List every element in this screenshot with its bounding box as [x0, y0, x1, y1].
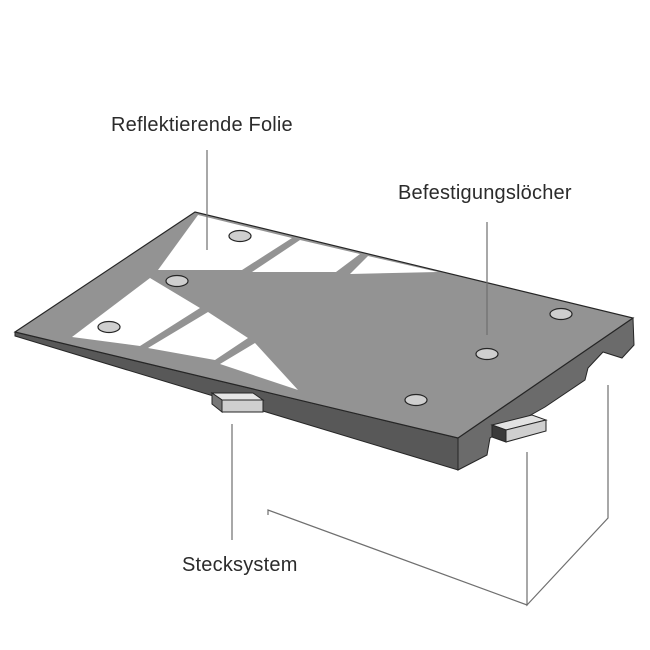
foil-front-segment-2: [148, 312, 248, 360]
mounting-hole: [228, 229, 252, 243]
mounting-hole: [404, 393, 428, 407]
mounting-hole: [165, 274, 189, 288]
mounting-holes: [97, 229, 573, 407]
plug-connector-right: [490, 414, 548, 443]
foil-front-segment-3: [220, 343, 298, 390]
leader-lines: [206, 150, 609, 607]
foil-back-segment-2: [252, 240, 360, 272]
leader-line-plug-bracket: [267, 385, 609, 607]
foil-back-segment-3: [350, 256, 438, 274]
foil-back-segment-1: [158, 215, 292, 270]
reflective-foil-label: Reflektierende Folie: [111, 114, 293, 136]
mounting-holes-label: Befestigungslöcher: [398, 182, 572, 204]
mounting-hole: [97, 320, 121, 334]
mounting-hole: [549, 307, 573, 321]
mounting-hole: [475, 347, 499, 361]
plate-side-face: [457, 317, 635, 471]
plug-connector-left: [210, 392, 265, 414]
reflective-foil: [72, 215, 438, 390]
plug-system-label: Stecksystem: [182, 554, 298, 576]
